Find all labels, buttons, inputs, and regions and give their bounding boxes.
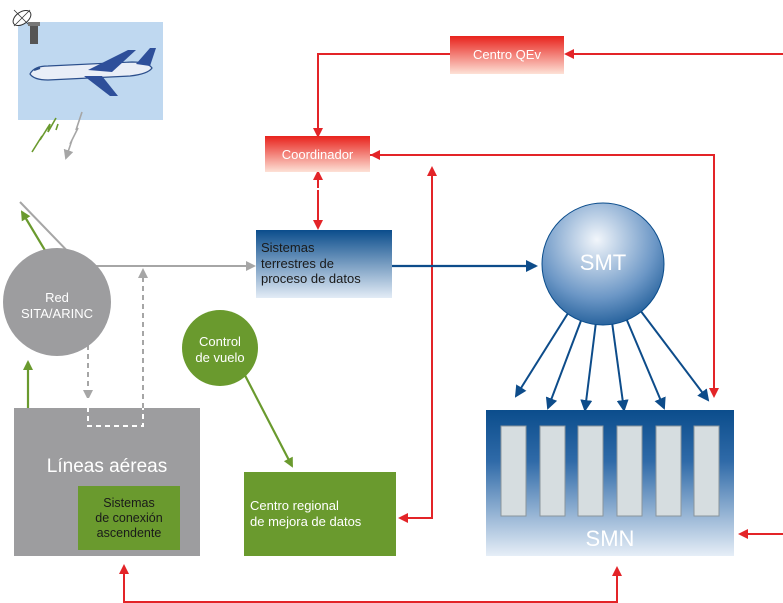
satellite-dish-icon — [12, 9, 40, 44]
smt-circle — [541, 202, 665, 326]
arrow-centro-regional-coordinador — [400, 166, 437, 519]
centro-regional-box — [244, 472, 396, 556]
coordinador-label: Coordinador — [281, 147, 354, 162]
centro-regional-line-2: de mejora de datos — [250, 513, 362, 529]
sistemas-terrestres-box — [256, 230, 392, 298]
sistemas-conexion-box — [78, 486, 180, 550]
red-line-1: Red — [45, 290, 69, 305]
coordinador-box — [265, 136, 370, 172]
lineas-aereas-label: Líneas aéreas — [46, 456, 168, 477]
conexion-line-3: ascendente — [96, 526, 162, 540]
conexion-line-2: de conexión — [95, 511, 163, 525]
red-sita-arinc-circle — [3, 248, 111, 356]
control-de-vuelo-label: Control de vuelo — [182, 334, 258, 365]
centro-qev-label: Centro QEv — [473, 47, 541, 62]
centro-regional-line-1: Centro regional — [250, 498, 339, 513]
red-line-2: SITA/ARINC — [21, 305, 93, 321]
arrows-smt-to-smn — [514, 309, 710, 412]
sistemas-terrestres-label: Sistemas terrestres de proceso de datos — [261, 240, 391, 287]
airplane-icon — [29, 48, 156, 96]
sistemas-terrestres-line-1: Sistemas — [261, 240, 315, 255]
red-sita-arinc-label: Red SITA/ARINC — [3, 290, 111, 321]
centro-qev-box — [450, 36, 564, 74]
smn-label: SMN — [585, 526, 635, 551]
control-line-2: de vuelo — [195, 349, 245, 365]
arrow-qev-to-coordinador — [313, 53, 450, 138]
arrow-lineas-smn — [123, 566, 622, 603]
control-line-1: Control — [199, 334, 241, 349]
smn-modules — [500, 425, 720, 517]
sistemas-terrestres-line-2: terrestres de — [261, 255, 334, 271]
lightning-icon — [63, 111, 83, 160]
lightning-icon — [31, 117, 57, 153]
centro-regional-label: Centro regional de mejora de datos — [250, 498, 396, 529]
smt-label: SMT — [579, 250, 627, 275]
control-de-vuelo-circle — [182, 310, 258, 386]
sistemas-terrestres-line-3: proceso de datos — [261, 271, 361, 287]
sistemas-conexion-label: Sistemas de conexión ascendente — [78, 496, 180, 541]
smn-box — [486, 410, 734, 556]
dashed-loop — [87, 398, 144, 427]
conexion-line-1: Sistemas — [103, 496, 155, 510]
